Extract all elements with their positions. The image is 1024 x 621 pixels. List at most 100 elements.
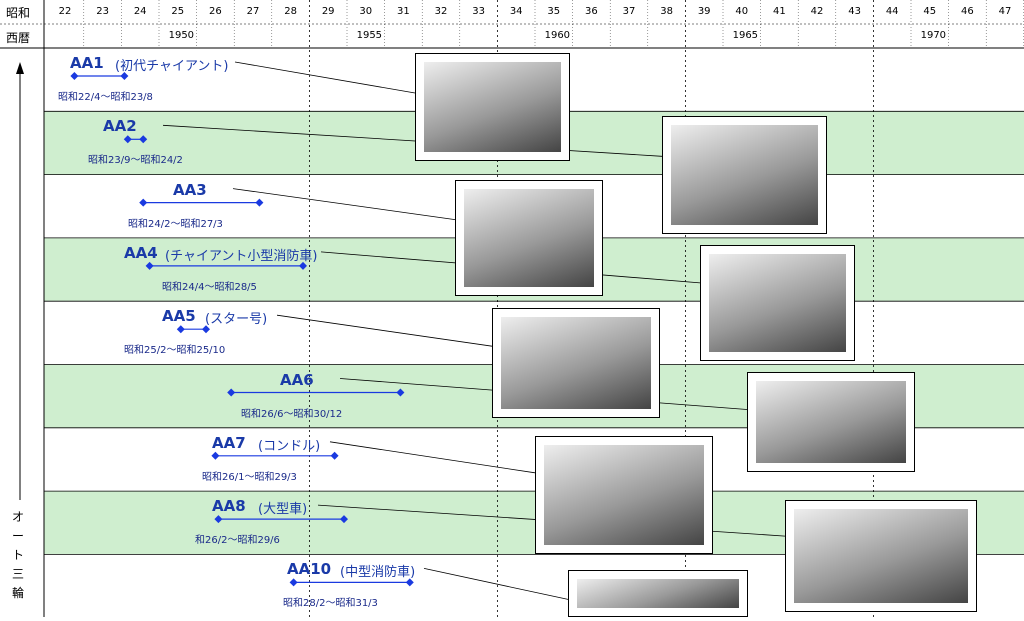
- photo-image: [794, 509, 968, 603]
- ad-year-1960: 1960: [544, 30, 571, 41]
- model-name-AA2: AA2: [103, 117, 137, 136]
- photo-image: [756, 381, 906, 463]
- connector-AA10: [423, 568, 569, 600]
- ad-year-1955: 1955: [356, 30, 383, 41]
- connector-AA3: [232, 188, 456, 220]
- showa-label: 昭和: [6, 6, 31, 20]
- showa-year-27: 27: [246, 6, 260, 17]
- showa-year-31: 31: [397, 6, 410, 17]
- photo-AA10: [568, 570, 748, 617]
- marker-AA1-end: [120, 72, 129, 80]
- showa-year-30: 30: [359, 6, 373, 17]
- model-name-AA4: AA4: [124, 243, 158, 262]
- showa-year-38: 38: [660, 6, 673, 17]
- showa-year-34: 34: [509, 6, 523, 17]
- model-nick-AA5: (スター号): [205, 312, 268, 328]
- photo-AA3: [455, 180, 603, 296]
- model-period-AA1: 昭和22/4～昭和23/8: [58, 92, 153, 103]
- marker-AA3-end: [255, 198, 264, 207]
- model-period-AA6: 昭和26/6～昭和30/12: [241, 408, 343, 420]
- connector-AA7: [329, 441, 536, 474]
- photo-image: [544, 445, 704, 545]
- showa-year-43: 43: [848, 6, 861, 17]
- marker-AA6-start: [227, 388, 236, 397]
- showa-year-23: 23: [96, 6, 109, 17]
- connector-AA2: [162, 124, 663, 157]
- model-nick-AA1: (初代チャイアント): [115, 59, 229, 74]
- showa-year-46: 46: [961, 6, 974, 17]
- photo-image: [709, 254, 846, 352]
- model-period-AA3: 昭和24/2～昭和27/3: [128, 218, 223, 230]
- marker-AA4-start: [145, 261, 154, 270]
- connector-AA1: [234, 61, 416, 94]
- side-column: オート三輪: [0, 48, 44, 617]
- model-nick-AA8: (大型車): [258, 502, 308, 518]
- showa-year-29: 29: [321, 6, 335, 17]
- marker-AA7-start: [211, 451, 220, 460]
- side-arrow-head: [16, 62, 24, 74]
- photo-image: [464, 189, 594, 287]
- model-name-AA1: AA1: [70, 54, 104, 72]
- marker-AA8-end: [339, 515, 348, 524]
- model-period-AA8: 和26/2～昭和29/6: [195, 535, 280, 547]
- showa-year-28: 28: [284, 6, 297, 17]
- showa-year-40: 40: [735, 6, 749, 17]
- showa-year-35: 35: [547, 6, 561, 17]
- marker-AA5-end: [202, 325, 210, 334]
- model-period-AA5: 昭和25/2～昭和25/10: [124, 345, 226, 357]
- marker-AA2-start: [123, 135, 132, 144]
- photo-image: [577, 579, 739, 608]
- photo-AA2: [662, 116, 827, 234]
- marker-AA2-end: [139, 135, 148, 144]
- connector-AA5: [276, 314, 493, 347]
- photo-image: [671, 125, 818, 225]
- marker-AA10-end: [405, 578, 414, 587]
- showa-year-39: 39: [697, 6, 711, 17]
- model-nick-AA7: (コンドル): [258, 438, 321, 454]
- model-period-AA2: 昭和23/9～昭和24/2: [88, 155, 183, 167]
- marker-AA1-start: [70, 72, 79, 80]
- model-name-AA8: AA8: [212, 497, 246, 516]
- photo-AA6: [747, 372, 915, 472]
- ad-year-1965: 1965: [732, 30, 759, 41]
- showa-year-33: 33: [472, 6, 485, 17]
- photo-AA4: [700, 245, 855, 361]
- showa-year-44: 44: [885, 6, 899, 17]
- showa-year-41: 41: [773, 6, 786, 17]
- showa-year-47: 47: [998, 6, 1012, 17]
- marker-AA8-start: [214, 515, 223, 524]
- showa-year-36: 36: [585, 6, 598, 17]
- model-name-AA5: AA5: [162, 307, 196, 326]
- ad-year-1950: 1950: [168, 30, 195, 41]
- ad-year-1970: 1970: [920, 30, 947, 41]
- showa-year-37: 37: [622, 6, 636, 17]
- marker-AA7-end: [330, 451, 339, 460]
- model-period-AA7: 昭和26/1～昭和29/3: [202, 471, 297, 483]
- marker-AA4-end: [299, 261, 308, 270]
- marker-AA5-start: [176, 325, 185, 334]
- photo-image: [424, 62, 561, 152]
- year-header: 昭和 西暦: [0, 0, 1024, 48]
- showa-year-32: 32: [434, 6, 448, 17]
- side-label-oto-sanrin: オート三輪: [11, 510, 24, 600]
- showa-year-25: 25: [171, 6, 185, 17]
- photo-image: [501, 317, 651, 409]
- model-name-AA6: AA6: [280, 370, 314, 389]
- model-period-AA4: 昭和24/4～昭和28/5: [162, 281, 257, 293]
- photo-AA8: [785, 500, 977, 612]
- photo-AA7: [535, 436, 713, 554]
- showa-year-42: 42: [810, 6, 824, 17]
- photo-AA1: [415, 53, 570, 161]
- seireki-label: 西暦: [6, 31, 31, 45]
- marker-AA6-end: [396, 388, 405, 397]
- showa-year-45: 45: [923, 6, 937, 17]
- model-nick-AA10: (中型消防車): [340, 565, 416, 581]
- model-period-AA10: 昭和28/2～昭和31/3: [283, 598, 378, 610]
- model-name-AA10: AA10: [287, 560, 332, 579]
- model-name-AA3: AA3: [173, 180, 207, 199]
- marker-AA10-start: [289, 578, 298, 587]
- showa-year-22: 22: [58, 6, 72, 17]
- showa-year-26: 26: [209, 6, 222, 17]
- marker-AA3-start: [139, 198, 148, 207]
- model-nick-AA4: (チャイアント小型消防車): [165, 248, 318, 264]
